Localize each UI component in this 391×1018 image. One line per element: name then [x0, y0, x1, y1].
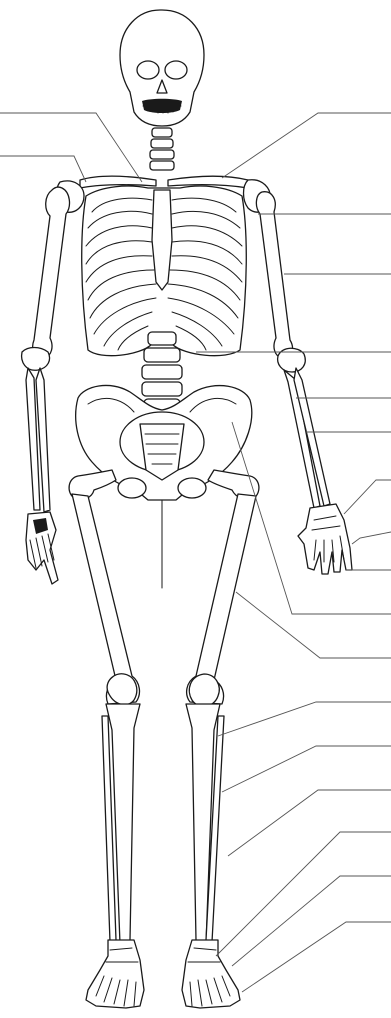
leader-line-right-12 [218, 702, 391, 736]
skull [120, 10, 204, 126]
leader-line-right-17 [242, 922, 391, 992]
leader-line-right-16 [232, 876, 391, 966]
leader-line-left-2 [0, 156, 86, 182]
leader-line-right-7 [344, 480, 391, 514]
right-foot [182, 940, 240, 1008]
leader-line-left-1 [0, 113, 142, 182]
right-knee [189, 674, 219, 706]
leader-line-right-1 [222, 113, 391, 178]
right-hand [298, 504, 352, 574]
left-foot [86, 940, 144, 1008]
leader-line-right-15 [216, 832, 391, 956]
leader-line-right-13 [222, 746, 391, 792]
left-elbow [22, 348, 50, 371]
left-arm [22, 187, 70, 584]
right-arm [256, 192, 352, 574]
right-eye-socket [165, 61, 187, 79]
right-obturator-foramen [178, 478, 206, 498]
left-humerus [33, 187, 70, 358]
rib-cage [82, 186, 247, 356]
left-femur [72, 494, 139, 704]
left-leg [69, 470, 144, 1008]
sternum [152, 190, 172, 290]
leader-line-right-11 [236, 592, 391, 658]
right-humerus [256, 192, 292, 359]
right-leg [182, 470, 259, 1008]
left-eye-socket [137, 61, 159, 79]
leader-line-right-14 [228, 790, 391, 856]
left-obturator-foramen [118, 478, 146, 498]
leader-line-right-8 [352, 532, 391, 544]
left-hand [26, 512, 58, 584]
cervical-spine [150, 128, 174, 170]
